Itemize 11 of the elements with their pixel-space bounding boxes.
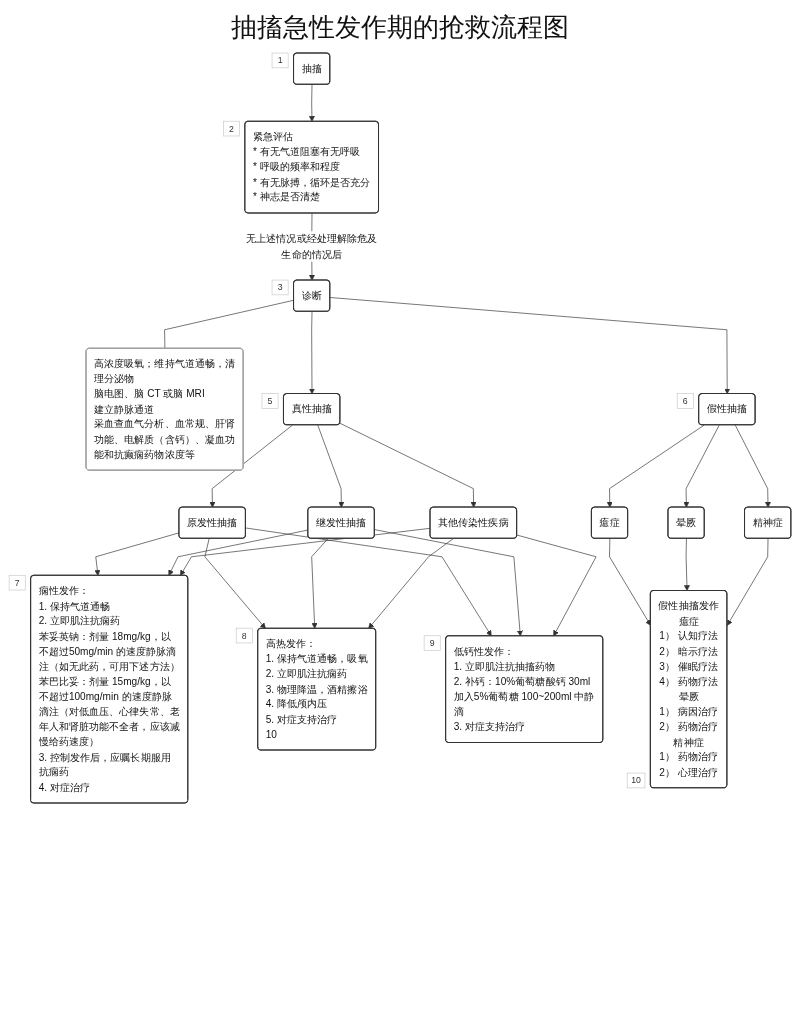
edge-label: 无上述情况或经处理解除危及生命的情况后 (246, 232, 378, 260)
diagram-title: 抽搐急性发作期的抢救流程图 (230, 11, 570, 44)
step-number: 7 (8, 574, 26, 591)
step-number: 3 (271, 279, 289, 296)
step-number: 2 (223, 120, 240, 137)
step-number: 5 (261, 393, 279, 409)
step-number: 9 (423, 635, 441, 651)
step-number: 8 (235, 627, 253, 644)
step-number: 6 (676, 393, 694, 409)
step-number: 10 (626, 772, 646, 789)
step-number: 1 (271, 52, 289, 69)
